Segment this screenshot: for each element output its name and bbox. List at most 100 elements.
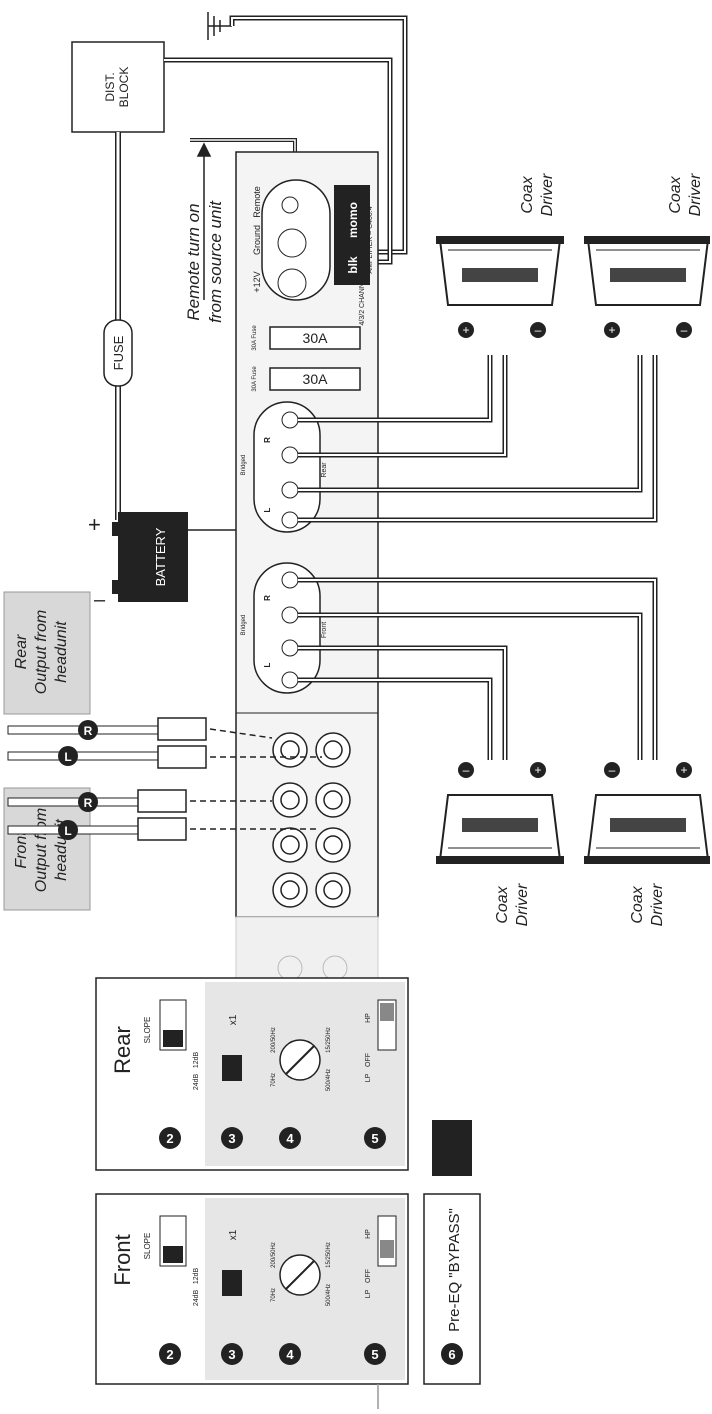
svg-text:3: 3 [228,1131,235,1146]
battery: BATTERY + – [88,512,188,611]
svg-text:Driver: Driver [514,883,531,926]
svg-text:–: – [463,763,470,777]
svg-text:3: 3 [228,1347,235,1362]
svg-text:+: + [534,763,541,777]
battery-plus: + [88,512,101,537]
coax-label-3: Coax Driver [494,883,531,926]
fuse-1: 30A 30A Fuse [252,325,361,351]
coax-driver-front-left: – + [436,762,564,864]
rear-r-label: R [84,724,93,738]
front-r-label: R [84,796,93,810]
svg-text:200/50Hz: 200/50Hz [271,1242,277,1268]
svg-text:OFF: OFF [365,1053,372,1067]
svg-text:Coax: Coax [519,175,536,213]
svg-text:15/250Hz: 15/250Hz [326,1027,332,1053]
svg-text:Driver: Driver [539,173,556,216]
svg-text:30A: 30A [303,330,329,346]
svg-text:5: 5 [371,1347,378,1362]
remote-turn-on-label: Remote turn on from source unit [184,200,225,323]
amplifier: +12V Ground Remote momo blk AMPLIFIER – … [235,151,379,918]
svg-text:12dB: 12dB [193,1052,200,1069]
svg-text:+: + [680,763,687,777]
coax-driver-rear-right: + – [584,236,710,338]
svg-text:Bridged: Bridged [241,455,247,476]
brand-momo: momo [346,202,360,238]
svg-text:500/4Hz: 500/4Hz [326,1069,332,1091]
svg-text:Bridged: Bridged [241,615,247,636]
svg-text:R: R [263,595,272,601]
ground-symbol [207,12,232,40]
coax-label-4: Coax Driver [629,883,666,926]
rear-rca-cables: R L [7,717,322,769]
coax-label-2: Coax Driver [667,173,704,216]
rear-panel-title: Rear [110,1026,135,1074]
terminal-label-remote: Remote [252,186,262,218]
svg-text:200/50Hz: 200/50Hz [271,1027,277,1053]
svg-text:Coax: Coax [667,175,684,213]
svg-text:2: 2 [166,1131,173,1146]
svg-text:x1: x1 [228,1014,239,1025]
svg-text:Remote turn on: Remote turn on [184,203,203,320]
dist-block: DIST. BLOCK [71,41,165,133]
dist-block-line1: DIST. [103,72,117,101]
rear-group-label: Rear [321,462,328,478]
coax-driver-front-right: – + [584,762,710,864]
svg-text:HP: HP [365,1013,372,1023]
svg-text:Pre-EQ "BYPASS": Pre-EQ "BYPASS" [446,1208,463,1332]
svg-text:–: – [681,323,688,337]
svg-text:Front: Front [13,831,30,869]
svg-text:Output from: Output from [33,808,50,892]
svg-text:30A Fuse: 30A Fuse [252,366,258,392]
rear-control-panel: Rear 2 3 4 5 SLOPE 12dB 24dB x1 70Hz 200… [95,977,409,1171]
svg-text:15/250Hz: 15/250Hz [326,1242,332,1268]
rca-inputs [272,732,351,908]
svg-text:HP: HP [365,1229,372,1239]
svg-text:L: L [263,507,272,512]
svg-text:70Hz: 70Hz [271,1073,277,1087]
svg-text:30A: 30A [303,371,329,387]
coax-label-1: Coax Driver [519,173,556,216]
rear-headunit-output: Rear Output from headunit [3,591,91,715]
rear-l-label: L [64,750,71,764]
svg-text:Coax: Coax [629,885,646,923]
front-panel-title: Front [110,1234,135,1285]
svg-text:OFF: OFF [365,1269,372,1283]
svg-text:4: 4 [286,1347,294,1362]
svg-text:24dB: 24dB [193,1290,200,1307]
svg-text:2: 2 [166,1347,173,1362]
front-l-label: L [64,824,71,838]
svg-text:LP: LP [365,1073,372,1082]
svg-text:+: + [608,323,615,337]
svg-text:x1: x1 [228,1229,239,1240]
svg-text:–: – [609,763,616,777]
svg-text:500/4Hz: 500/4Hz [326,1284,332,1306]
terminal-label-ground: Ground [252,225,262,255]
svg-text:Driver: Driver [649,883,666,926]
svg-text:+: + [462,323,469,337]
amp-model: AMPLIFIER – C400.4 [367,206,374,273]
front-control-panel: Front 2 3 4 5 SLOPE 12dB 24dB x1 70Hz 20… [95,1193,409,1385]
amp-channels: 4/3/2 CHANNEL [359,274,366,325]
terminal-label-12v: +12V [252,271,262,292]
svg-text:5: 5 [371,1131,378,1146]
svg-text:70Hz: 70Hz [271,1288,277,1302]
front-speaker-terminals: Bridged L R Front [241,562,328,694]
svg-text:SLOPE: SLOPE [143,1017,152,1044]
svg-text:Driver: Driver [687,173,704,216]
svg-text:30A Fuse: 30A Fuse [252,325,258,351]
rear-speaker-terminals: Bridged L R Rear [241,401,328,533]
svg-text:from source unit: from source unit [206,200,225,323]
front-rca-cables: R L [7,789,320,841]
svg-text:SLOPE: SLOPE [143,1233,152,1260]
svg-text:–: – [535,323,542,337]
svg-text:LP: LP [365,1289,372,1298]
dist-block-line2: BLOCK [117,67,131,108]
battery-minus: – [94,589,106,611]
coax-driver-rear-left: + – [436,236,564,338]
fuse-label: FUSE [111,335,126,370]
svg-text:headunit: headunit [53,621,70,683]
pre-eq-bypass: 6 Pre-EQ "BYPASS" [423,1120,481,1385]
svg-text:24dB: 24dB [193,1074,200,1091]
